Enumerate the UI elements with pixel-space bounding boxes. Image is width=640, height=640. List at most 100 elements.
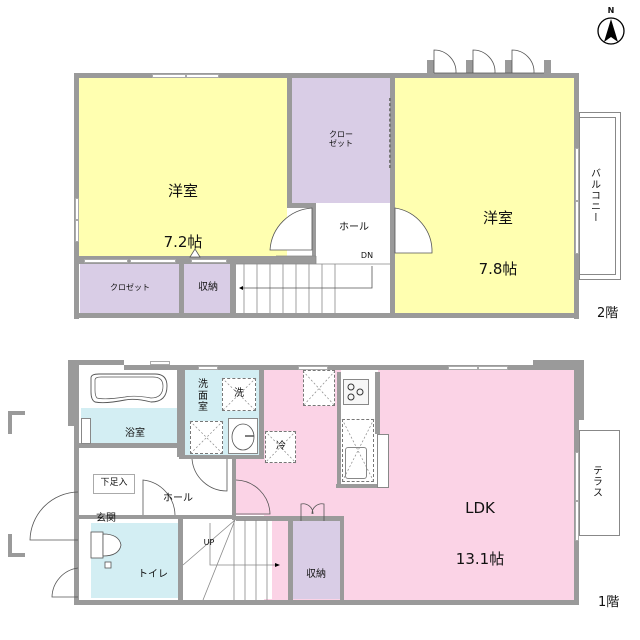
wall: [68, 360, 79, 426]
bathroom-label: 浴室: [125, 428, 145, 439]
bathtub-area: [81, 370, 177, 408]
window: [75, 198, 79, 220]
storage-2f-label: 収納: [198, 282, 218, 293]
bathroom: [81, 408, 177, 443]
window: [84, 259, 128, 263]
washer-label: 洗: [234, 388, 244, 399]
wall: [337, 372, 341, 488]
wall: [179, 455, 264, 459]
window: [198, 366, 218, 370]
hall-2f-label: ホール: [339, 222, 369, 233]
door-swing: [269, 207, 313, 251]
wall: [177, 370, 185, 457]
entrance-label: 玄関: [96, 513, 116, 524]
wall: [74, 420, 79, 605]
wall: [74, 73, 79, 319]
wall: [259, 370, 264, 457]
wall: [124, 365, 584, 370]
door-marker: [189, 248, 201, 258]
stairs-2f-lines: [236, 255, 390, 313]
storage-1f-label: 収納: [306, 569, 326, 580]
window: [150, 361, 170, 365]
wall: [179, 256, 184, 313]
western-room-right-label: 洋室 7.8帖: [458, 175, 538, 313]
kitchen-sink[interactable]: [345, 447, 367, 479]
western-room-left-label: 洋室 7.2帖: [143, 148, 223, 286]
shoe-box: [93, 474, 135, 494]
compass: N: [596, 6, 626, 48]
room-size: 7.2帖: [163, 233, 203, 252]
closet-top-label: クロー ゼット: [329, 130, 353, 149]
window: [575, 201, 579, 254]
western-room-left: [79, 78, 287, 256]
wall: [287, 78, 292, 208]
closet-bottom-label: クロゼット: [110, 283, 150, 292]
wall: [74, 600, 579, 605]
door-swing: [394, 207, 433, 254]
room-size: 7.8帖: [478, 260, 518, 279]
wall: [68, 360, 124, 365]
room-name: LDK: [465, 498, 495, 517]
closet-sliding-door: [389, 98, 391, 168]
wall: [74, 313, 579, 318]
room-name: 洋室: [482, 208, 513, 227]
wash-cabinet: [190, 421, 223, 454]
wall: [79, 515, 232, 519]
closet-bottom: [80, 264, 179, 313]
hall-1f-label: ホール: [163, 493, 193, 504]
floor-2-label: 2階: [597, 306, 619, 321]
north-arrow-icon: [597, 17, 625, 45]
stairs-1f: [186, 517, 272, 599]
stove[interactable]: [343, 379, 369, 405]
toilet-label: トイレ: [138, 569, 168, 580]
window: [130, 259, 176, 263]
kitchen-cabinet: [342, 419, 374, 482]
shoe-box-label: 下足入: [100, 478, 128, 488]
wall: [230, 256, 236, 313]
wall: [287, 203, 316, 208]
terrace[interactable]: [579, 430, 620, 536]
wall: [575, 360, 584, 420]
storage-box: [303, 370, 335, 406]
bathtub-icon: [90, 373, 168, 404]
window: [575, 148, 579, 201]
fridge-label: 冷: [276, 441, 286, 452]
balcony-label: バルコニー: [588, 168, 600, 223]
wall: [533, 360, 584, 365]
window: [478, 366, 508, 370]
floor-1-label: 1階: [598, 595, 620, 610]
closet-top: [292, 78, 390, 203]
balcony-inner: [579, 117, 616, 275]
wall: [340, 516, 344, 602]
hall-1f: [135, 457, 233, 517]
wall: [74, 73, 579, 78]
wall: [79, 443, 185, 448]
window: [152, 74, 186, 78]
toilet-icon: [90, 531, 122, 569]
wall: [232, 455, 236, 520]
wall: [390, 78, 395, 318]
window: [575, 501, 579, 541]
wall: [288, 516, 293, 602]
ldk-lower-left: [236, 455, 266, 515]
window: [575, 452, 579, 501]
casement-windows: [427, 49, 551, 74]
window: [298, 366, 328, 370]
storage-2f: [184, 264, 230, 313]
closet-door: [191, 259, 227, 263]
ldk-label: LDK 13.1帖: [440, 465, 520, 603]
stairs-dn-label: DN: [360, 251, 374, 260]
wall: [336, 484, 382, 488]
washer-space: [222, 378, 256, 411]
window: [75, 220, 79, 242]
wall: [375, 372, 380, 434]
terrace-label: テラス: [590, 465, 602, 498]
bath-faucet: [81, 418, 91, 444]
window: [186, 74, 219, 78]
western-room-right: [395, 78, 574, 313]
wall: [312, 203, 316, 260]
wall: [178, 515, 183, 602]
stairs-1f-lines: [182, 519, 280, 601]
